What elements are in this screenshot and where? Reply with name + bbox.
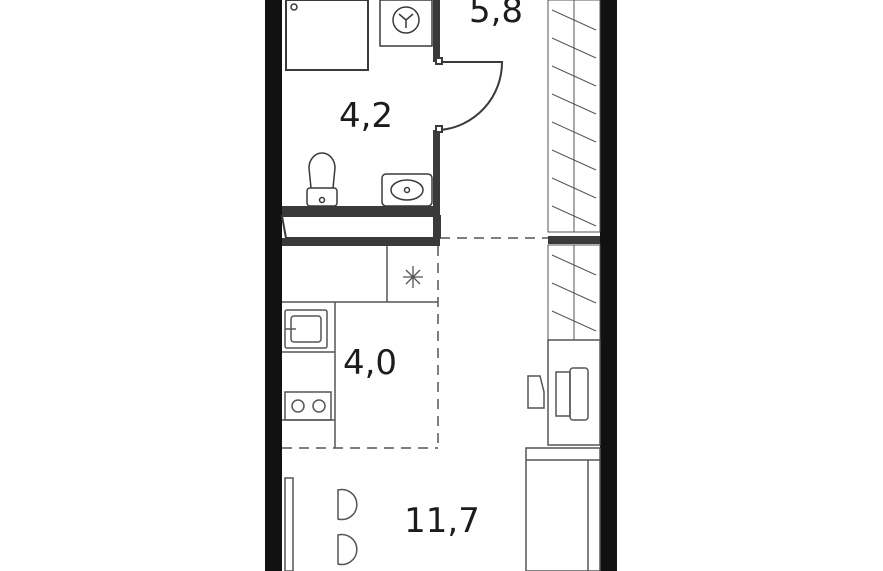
shower-tray [285,0,369,71]
bathroom-wall-bottom-2 [282,238,440,246]
room-area-kitchen: 4,0 [343,343,397,383]
room-area-living: 11,7 [404,501,480,541]
bathroom-sink-icon [381,173,433,207]
toilet-icon [306,152,338,207]
right-exterior-wall [600,0,617,571]
room-area-bathroom: 4,2 [339,96,393,136]
fridge-icon [403,266,423,288]
bathroom-wall-right-upper [433,0,440,62]
desk-icon [527,339,601,446]
washing-machine-drum [392,6,420,34]
window-strip [547,0,601,445]
stove-icon [284,391,332,421]
bathroom-wall-bottom [282,206,440,216]
left-exterior-wall [265,0,282,571]
bathroom-wall-right-lower [433,130,440,246]
dining-table-icon [284,477,358,571]
sofa-icon [525,447,601,571]
shower-drain [290,3,298,11]
bathroom-wall-infill [280,215,441,239]
bathroom-door-swing [439,61,504,131]
window-partition [548,236,600,244]
zone-dividers [282,237,548,449]
room-area-hall: 5,8 [469,0,523,31]
bathroom-door-leaf [435,57,443,65]
door-jamb [435,125,443,133]
washing-machine [379,0,433,47]
kitchen-sink-icon [284,309,328,349]
